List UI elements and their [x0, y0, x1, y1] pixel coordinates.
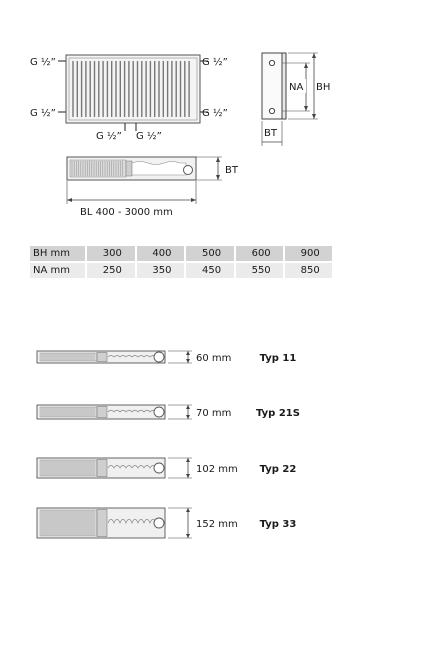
- table-row-header: BH mm: [30, 246, 86, 263]
- type-depth-label: 70 mm: [196, 408, 231, 419]
- na-label: NA: [289, 82, 303, 93]
- connection-label-bottom-center-right: G ½”: [136, 130, 162, 142]
- connection-label-bottom-left: G ½”: [30, 107, 56, 119]
- radiator-side-view: [261, 52, 318, 146]
- bh-label: BH: [316, 82, 330, 93]
- type-profile-4: 152 mm Typ 33: [36, 507, 297, 539]
- table-cell: 900: [283, 246, 332, 263]
- connection-label-bottom-center-left: G ½”: [96, 130, 122, 142]
- table-row-header: NA mm: [30, 262, 86, 278]
- type-depth-label: 60 mm: [196, 353, 231, 364]
- table-cell: 350: [134, 262, 186, 278]
- radiator-top-view: [66, 156, 222, 204]
- connection-label-top-right: G ½”: [202, 56, 228, 68]
- type-depth-label: 152 mm: [196, 519, 238, 530]
- dimensions-table: BH mm 300 400 500 600 900 NA mm 250 350 …: [30, 246, 332, 278]
- radiator-front-view: [58, 54, 208, 131]
- type-profile-2: 70 mm Typ 21S: [36, 404, 300, 420]
- type-profile-3: 102 mm Typ 22: [36, 457, 297, 479]
- table-cell: 550: [233, 262, 285, 278]
- type-profiles: 60 mm Typ 11 70 mm Typ 21S 102 mm Typ 22 152 m…: [36, 350, 300, 539]
- table-cell: 500: [184, 246, 235, 263]
- table-cell: 450: [184, 262, 235, 278]
- table-cell: 400: [134, 246, 186, 263]
- na-label-bg: [288, 79, 306, 93]
- type-name-label: Typ 22: [260, 464, 297, 475]
- type-name-label: Typ 33: [260, 519, 297, 530]
- connection-label-top-left: G ½”: [30, 56, 56, 68]
- connection-label-bottom-right: G ½”: [202, 107, 228, 119]
- type-name-label: Typ 21S: [256, 408, 300, 419]
- radiator-fins: [72, 61, 190, 117]
- bt-label-top: BT: [225, 165, 239, 176]
- bl-label: BL 400 - 3000 mm: [80, 207, 173, 218]
- table-cell: 850: [283, 262, 332, 278]
- table-cell: 600: [233, 246, 285, 263]
- table-row: BH mm 300 400 500 600 900: [30, 246, 332, 263]
- table-cell: 300: [85, 246, 136, 263]
- type-name-label: Typ 11: [260, 353, 297, 364]
- table-cell: 250: [85, 262, 136, 278]
- type-profile-1: 60 mm Typ 11: [36, 350, 297, 364]
- bt-label-side: BT: [264, 128, 278, 139]
- table-row: NA mm 250 350 450 550 850: [30, 262, 332, 278]
- type-depth-label: 102 mm: [196, 464, 238, 475]
